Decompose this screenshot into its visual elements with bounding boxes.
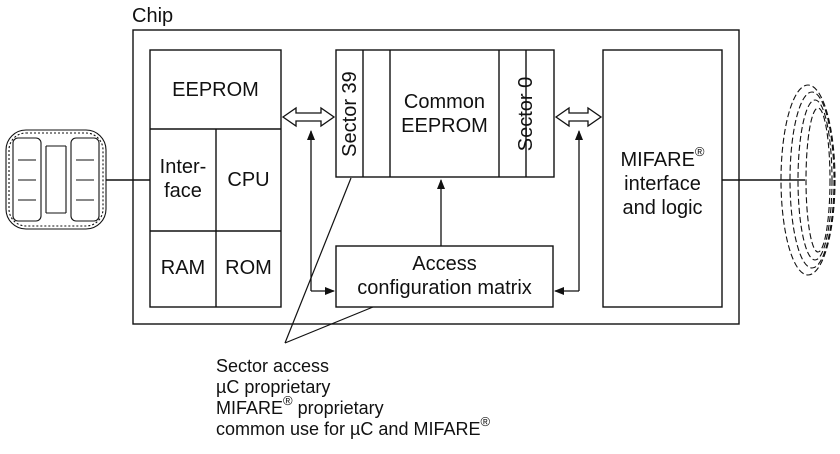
sector-39-label: Sector 39: [339, 71, 361, 157]
legend-line-3-name: MIFARE: [216, 398, 284, 418]
legend-line-3-rest: proprietary: [292, 398, 384, 418]
registered-mark: ®: [694, 144, 705, 160]
mifare-interface-line2: interface: [624, 173, 701, 195]
common-eeprom-line1: Common: [403, 91, 486, 113]
legend-line-4-text: common use for µC and MIFARE: [216, 419, 481, 439]
common-eeprom-label: Common EEPROM: [390, 90, 499, 138]
interface-label: Inter- face: [150, 155, 216, 203]
ram-label: RAM: [160, 257, 206, 279]
access-matrix-label: Access configuration matrix: [336, 252, 553, 300]
mifare-interface-label: MIFARE® interface and logic: [603, 145, 722, 220]
mifare-interface-box: [602, 49, 723, 308]
note-pointer-lines: [284, 177, 374, 344]
legend-line-4: common use for µC and MIFARE®: [216, 415, 490, 440]
legend-line-3-mark: ®: [283, 393, 293, 408]
processor-block: [149, 49, 282, 308]
access-matrix-line1: Access: [412, 253, 477, 275]
sector-access-legend: Sector access µC proprietary MIFARE® pro…: [216, 356, 490, 440]
contact-pad-icon: [5, 129, 107, 230]
common-eeprom-line2: EEPROM: [401, 115, 488, 137]
eeprom-label: EEPROM: [172, 79, 259, 101]
interface-label-line2: face: [164, 180, 202, 202]
legend-line-1: Sector access: [216, 356, 330, 376]
cpu-label: CPU: [227, 169, 270, 191]
legend-line-4-mark: ®: [480, 414, 491, 429]
mifare-interface-line3: and logic: [622, 197, 703, 219]
interface-label-line1: Inter-: [159, 156, 207, 178]
chip-label: Chip: [132, 5, 174, 27]
access-matrix-line2: configuration matrix: [357, 277, 532, 299]
chip-box: [132, 29, 740, 325]
eeprom-sector-block: [335, 49, 555, 178]
control-line-right: [554, 130, 583, 295]
bus-arrow-left: [281, 106, 336, 128]
access-matrix-box: [335, 245, 554, 308]
control-line-left: [307, 130, 335, 295]
legend-line-2: µC proprietary: [216, 377, 331, 397]
mifare-interface-line1: MIFARE®: [603, 145, 722, 172]
sector-0-label: Sector 0: [515, 76, 537, 152]
antenna-coil-icon: [780, 84, 836, 276]
mifare-name: MIFARE: [620, 149, 695, 171]
rom-label: ROM: [225, 257, 272, 279]
legend-line-3: MIFARE® proprietary: [216, 394, 490, 419]
bus-arrow-right: [554, 106, 603, 128]
